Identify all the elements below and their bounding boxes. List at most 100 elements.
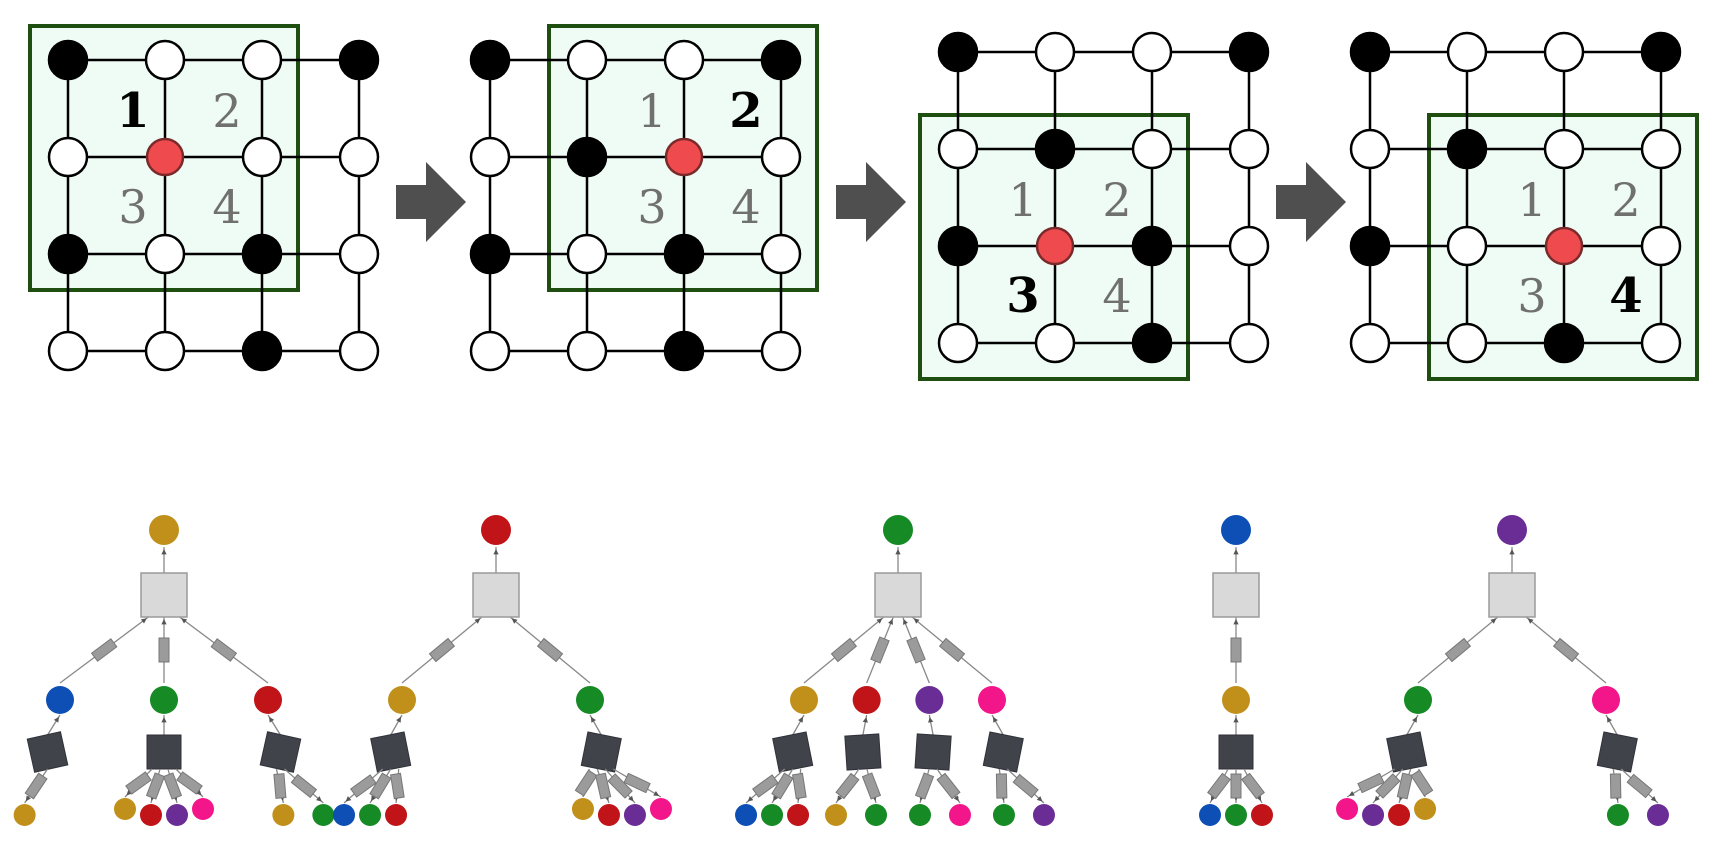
dark-factor-box (914, 733, 952, 771)
white-node (1228, 225, 1270, 267)
edge-tab (835, 772, 860, 800)
leaf-node-purple (1032, 804, 1055, 826)
edge-tab (995, 773, 1008, 799)
edge-tab (906, 636, 926, 664)
active-quadrant-label: 1 (116, 83, 149, 139)
leaf-node-blue (1199, 804, 1221, 826)
arrowhead (161, 549, 167, 555)
arrowhead (1527, 618, 1534, 624)
arrowhead (1509, 549, 1515, 555)
dark-factor-box (1386, 731, 1428, 773)
arrowhead (798, 716, 804, 723)
arrowhead (511, 618, 518, 624)
black-node (1228, 31, 1270, 73)
quadrant-label: 3 (1517, 269, 1546, 323)
edge-tab (24, 772, 48, 800)
edge-tab (1207, 772, 1231, 800)
white-node (566, 39, 608, 81)
leaf-node-green (1225, 804, 1247, 826)
leaf-node-green (359, 804, 382, 826)
arrowhead (1036, 796, 1043, 802)
leaf-node-purple (1362, 804, 1385, 826)
arrowhead (371, 795, 377, 802)
arrowhead (837, 795, 843, 802)
white-node (1034, 322, 1076, 364)
white-node (469, 330, 511, 372)
leaf-node-blue (333, 804, 356, 826)
edge-tab (125, 771, 152, 795)
white-node (144, 39, 186, 81)
mid-node-pink (978, 686, 1006, 714)
arrowhead (903, 618, 908, 625)
white-node (1228, 128, 1270, 170)
white-node (1228, 322, 1270, 364)
white-node (1543, 31, 1585, 73)
root-node-purple (1497, 515, 1527, 545)
edge-tab (595, 772, 612, 800)
white-node (47, 330, 89, 372)
arrowhead (1606, 716, 1612, 723)
mid-node-gold (388, 686, 416, 714)
arrowhead (747, 796, 754, 802)
active-quadrant-label: 3 (1006, 268, 1039, 324)
black-node (937, 225, 979, 267)
white-node (1131, 128, 1173, 170)
center-node (1035, 226, 1075, 266)
black-node (241, 330, 283, 372)
center-node (1544, 226, 1584, 266)
leaf-node-green (1606, 804, 1629, 826)
leaf-node-red (140, 804, 162, 826)
quadrant-label: 1 (637, 84, 666, 138)
arrowhead (195, 789, 202, 796)
edge-tab (574, 769, 598, 797)
leaf-node-green (761, 804, 784, 826)
dark-factor-box (370, 731, 412, 773)
white-node (338, 233, 380, 275)
quadrant-label: 1 (1517, 173, 1546, 227)
arrowhead (888, 618, 893, 625)
edge-tab (210, 638, 238, 662)
dark-factor-box (982, 731, 1024, 773)
arrowhead (653, 791, 660, 796)
root-node-gold (149, 515, 179, 545)
edge-tab (623, 772, 651, 794)
factor-box (472, 572, 520, 618)
white-node (241, 136, 283, 178)
white-node (566, 330, 608, 372)
black-node (663, 233, 705, 275)
arrowhead (161, 619, 167, 625)
dark-factor-box (146, 734, 182, 770)
white-node (469, 136, 511, 178)
arrowhead (161, 717, 167, 723)
mid-node-green (150, 686, 178, 714)
edge-tab (792, 772, 807, 800)
black-node (47, 39, 89, 81)
white-node (760, 233, 802, 275)
leaf-node-red (597, 804, 620, 826)
active-quadrant-label: 4 (1609, 268, 1642, 324)
black-node (1640, 31, 1682, 73)
edge-tab (938, 637, 966, 663)
black-node (566, 136, 608, 178)
factor-tree-3 (735, 515, 1055, 826)
mid-node-pink (1592, 686, 1620, 714)
leaf-node-gold (825, 804, 848, 826)
arrowhead (1490, 618, 1497, 624)
edge-tab (176, 771, 203, 795)
white-node (760, 330, 802, 372)
mid-node-gold (790, 686, 818, 714)
arrowhead (1210, 795, 1216, 802)
leaf-node-purple (166, 804, 188, 826)
mid-node-purple (915, 686, 944, 714)
mid-node-green (576, 686, 604, 714)
arrowhead (25, 795, 31, 802)
white-node (937, 322, 979, 364)
mid-node-gold (1222, 686, 1250, 714)
quadrant-label: 4 (731, 180, 760, 234)
quadrant-label: 1 (1008, 173, 1037, 227)
edge-tab (1410, 769, 1434, 797)
quadrant-label: 2 (212, 84, 241, 138)
